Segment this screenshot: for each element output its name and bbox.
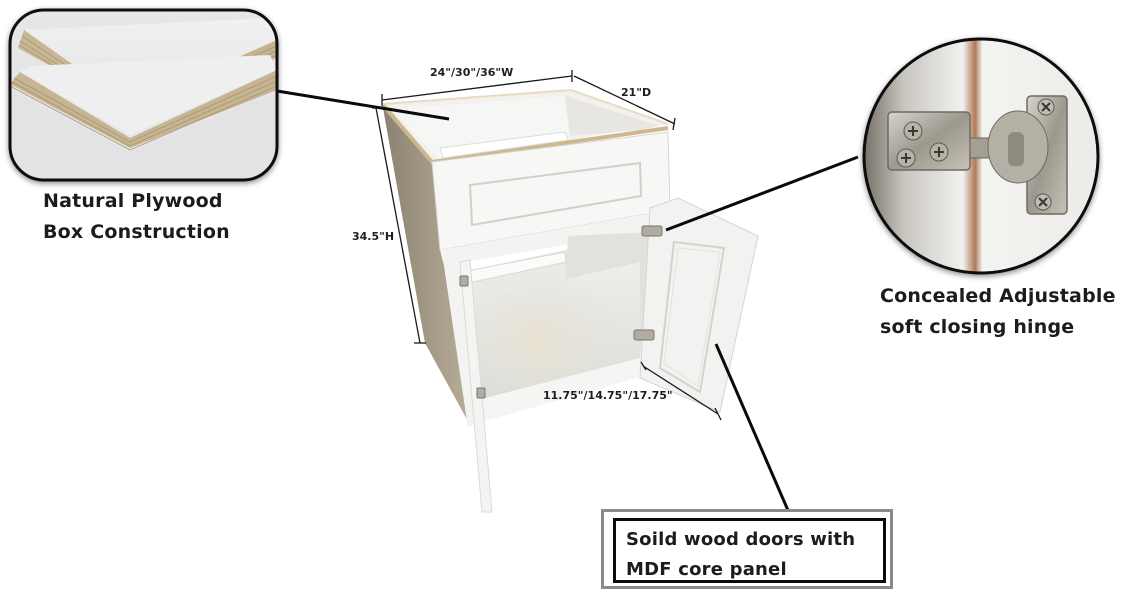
hinge-inset [862,37,1100,275]
height-dimension-label: 34.5"H [352,230,395,243]
doors-label-line2: MDF core panel [626,559,787,580]
plywood-inset [8,8,279,182]
doors-label-line1: Soild wood doors with [626,529,856,550]
hinge-feature-label: Concealed Adjustable soft closing hinge [880,281,1116,343]
hinge-icon [459,225,663,399]
doors-callout-inner: Soild wood doors with MDF core panel [613,518,886,583]
hinge-label-line1: Concealed Adjustable [880,285,1116,307]
hinge-label-line2: soft closing hinge [880,316,1075,338]
plywood-label-line1: Natural Plywood [43,190,223,212]
vanity-cabinet [381,88,759,513]
leader-lines [276,89,859,516]
plywood-label-line2: Box Construction [43,221,230,243]
plywood-feature-label: Natural Plywood Box Construction [43,186,230,248]
opening-dimension-label: 11.75"/14.75"/17.75" [543,389,673,402]
dimension-lines [372,70,722,421]
width-dimension-label: 24"/30"/36"W [430,66,514,79]
depth-dimension-label: 21"D [621,86,652,99]
doors-callout-box: Soild wood doors with MDF core panel [601,509,893,589]
